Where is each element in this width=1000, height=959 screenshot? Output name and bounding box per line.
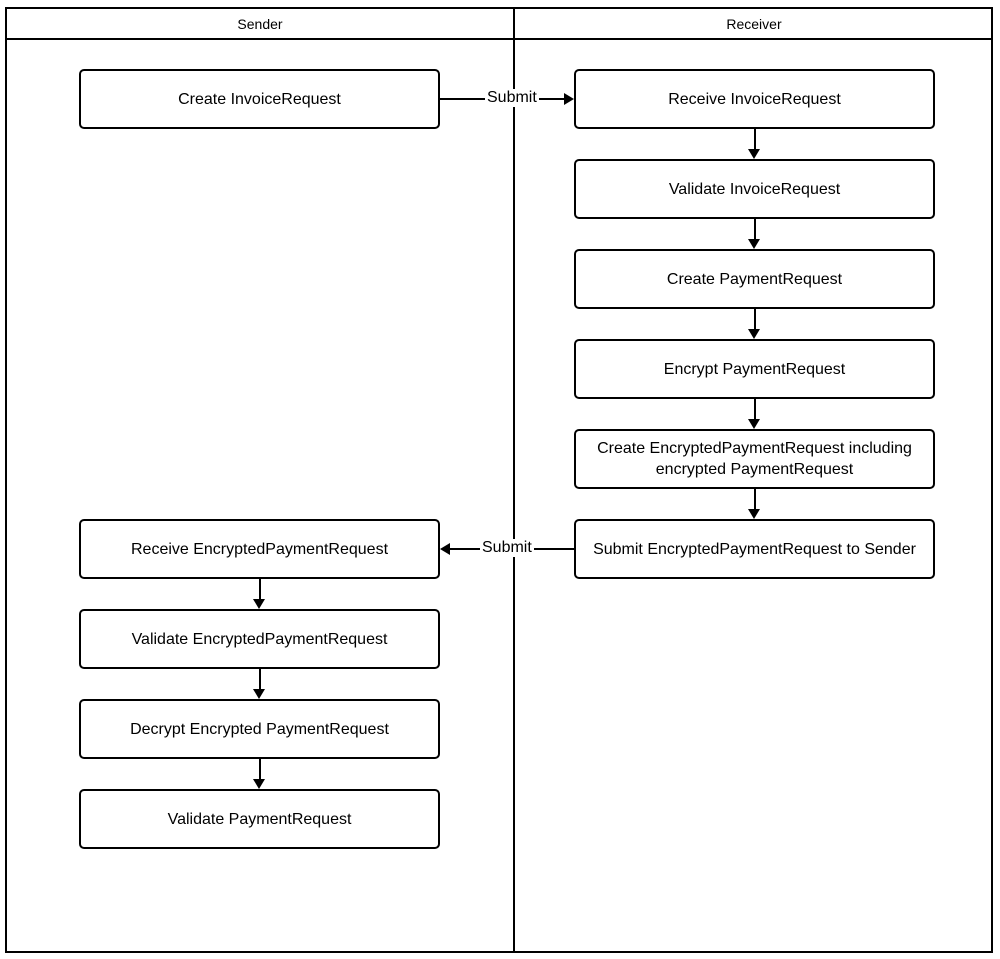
arrowhead-down-validate-invoicerequest bbox=[748, 149, 760, 159]
node-submit-encryptedpaymentrequest-to-sender[interactable]: Submit EncryptedPaymentRequest to Sender bbox=[574, 519, 935, 579]
connector-validate-to-decrypt-encryptedpaymentrequest bbox=[259, 669, 261, 689]
arrowhead-down-decrypt-paymentrequest bbox=[253, 689, 265, 699]
node-validate-encryptedpaymentrequest[interactable]: Validate EncryptedPaymentRequest bbox=[79, 609, 440, 669]
node-create-encryptedpaymentrequest[interactable]: Create EncryptedPaymentRequest including… bbox=[574, 429, 935, 489]
arrowhead-down-validate-encryptedpaymentrequest bbox=[253, 599, 265, 609]
lane-header-divider bbox=[5, 38, 993, 40]
lane-title-sender: Sender bbox=[237, 16, 283, 32]
node-receive-invoicerequest[interactable]: Receive InvoiceRequest bbox=[574, 69, 935, 129]
node-create-invoicerequest[interactable]: Create InvoiceRequest bbox=[79, 69, 440, 129]
node-receive-encryptedpaymentrequest[interactable]: Receive EncryptedPaymentRequest bbox=[79, 519, 440, 579]
arrowhead-down-create-encryptedpaymentrequest bbox=[748, 419, 760, 429]
node-validate-paymentrequest[interactable]: Validate PaymentRequest bbox=[79, 789, 440, 849]
lane-vertical-divider bbox=[513, 7, 515, 953]
connector-decrypt-to-validate-paymentrequest bbox=[259, 759, 261, 779]
arrowhead-down-validate-paymentrequest bbox=[253, 779, 265, 789]
edge-label-submit-to-sender: Submit bbox=[480, 539, 534, 557]
connector-create-to-encrypt-paymentrequest bbox=[754, 309, 756, 329]
node-create-paymentrequest[interactable]: Create PaymentRequest bbox=[574, 249, 935, 309]
arrowhead-left-receive-encryptedpaymentrequest bbox=[440, 543, 450, 555]
edge-label-submit-to-receiver: Submit bbox=[485, 89, 539, 107]
connector-receive-to-validate-encryptedpaymentrequest bbox=[259, 579, 261, 599]
arrowhead-down-encrypt-paymentrequest bbox=[748, 329, 760, 339]
node-decrypt-encrypted-paymentrequest[interactable]: Decrypt Encrypted PaymentRequest bbox=[79, 699, 440, 759]
connector-validate-invoicerequest-to-create-paymentrequest bbox=[754, 219, 756, 239]
connector-encrypt-to-create-encryptedpaymentrequest bbox=[754, 399, 756, 419]
connector-create-encryptedpaymentrequest-to-submit bbox=[754, 489, 756, 509]
connector-receive-to-validate-invoicerequest bbox=[754, 129, 756, 149]
node-validate-invoicerequest[interactable]: Validate InvoiceRequest bbox=[574, 159, 935, 219]
arrowhead-down-create-paymentrequest bbox=[748, 239, 760, 249]
arrowhead-right-receive-invoicerequest bbox=[564, 93, 574, 105]
arrowhead-down-submit-encryptedpaymentrequest bbox=[748, 509, 760, 519]
lane-title-receiver: Receiver bbox=[726, 16, 782, 32]
node-encrypt-paymentrequest[interactable]: Encrypt PaymentRequest bbox=[574, 339, 935, 399]
